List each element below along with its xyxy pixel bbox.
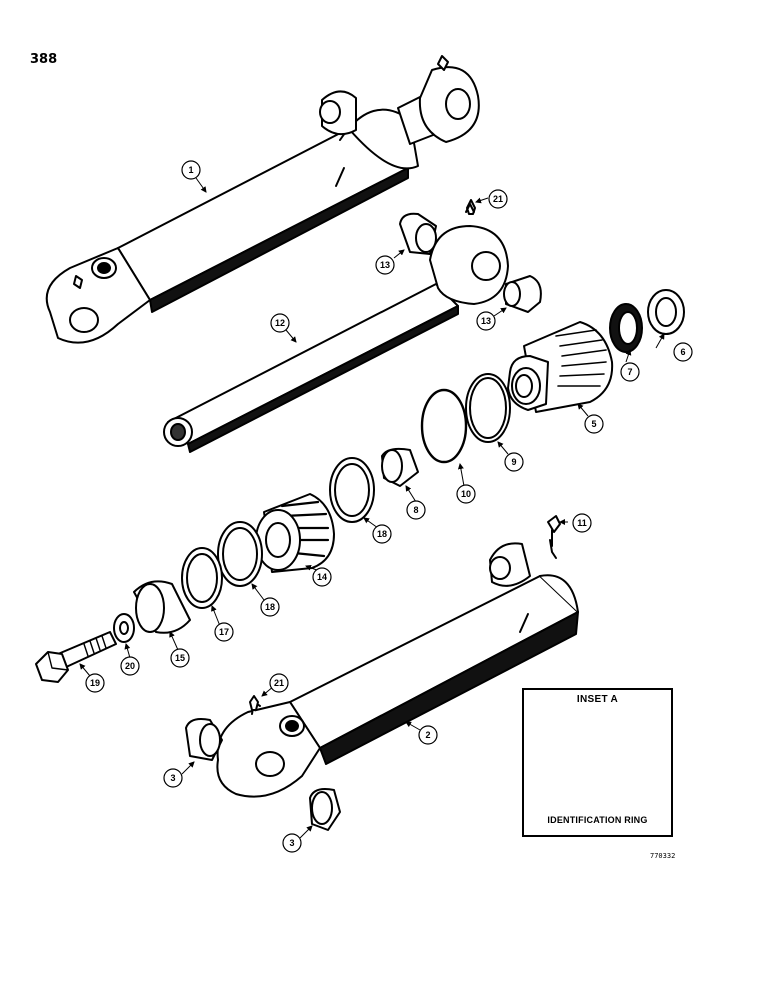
- callout-21-lower: [269, 673, 289, 693]
- o-ring: [420, 388, 468, 464]
- callout-13-lower: [476, 311, 496, 331]
- piston: [255, 493, 335, 573]
- callout-12: [270, 313, 290, 333]
- callout-1: [181, 160, 201, 180]
- callout-17: [214, 622, 234, 642]
- bushing-lower: [503, 275, 542, 313]
- inset-a-box: INSET A IDENTIFICATION RING: [522, 688, 673, 837]
- callout-13-upper: [375, 255, 395, 275]
- spacer: [381, 447, 419, 487]
- callout-2-label: 2: [425, 730, 430, 740]
- page-number: 388: [30, 52, 58, 67]
- callout-6-label: 6: [680, 347, 685, 357]
- inset-caption: IDENTIFICATION RING: [547, 815, 648, 825]
- bushing-upper: [399, 212, 437, 255]
- drawing-reference-number: 770332: [650, 852, 676, 860]
- inset-title: INSET A: [576, 694, 619, 705]
- callout-10-label: 10: [461, 489, 471, 499]
- callout-15: [170, 648, 190, 668]
- callout-3-left-label: 3: [170, 773, 175, 783]
- callout-19-label: 19: [90, 678, 100, 688]
- callout-3-left: [163, 768, 183, 788]
- callout-9-label: 9: [511, 457, 516, 467]
- callout-15-label: 15: [175, 653, 185, 663]
- callout-17-label: 17: [219, 627, 229, 637]
- callout-18-upper: [372, 524, 392, 544]
- callout-13-lower-label: 13: [481, 316, 491, 326]
- cylinder-head: [507, 321, 614, 413]
- callout-14: [312, 567, 332, 587]
- callout-9: [504, 452, 524, 472]
- callout-18-lower: [260, 597, 280, 617]
- callout-5: [584, 414, 604, 434]
- rod-seal: [609, 303, 643, 353]
- callout-18-lower-label: 18: [265, 602, 275, 612]
- callout-11: [572, 513, 592, 533]
- callout-21-lower-label: 21: [274, 678, 284, 688]
- callout-6: [673, 342, 693, 362]
- bushing-lower-right: [309, 788, 341, 831]
- callout-8-label: 8: [413, 505, 418, 515]
- callout-3-right: [282, 833, 302, 853]
- callout-14-label: 14: [317, 572, 327, 582]
- callout-10: [456, 484, 476, 504]
- callout-13-upper-label: 13: [380, 260, 390, 270]
- bushing-lower-left: [185, 718, 223, 761]
- callout-1-label: 1: [188, 165, 193, 175]
- callout-20: [120, 656, 140, 676]
- callout-2: [418, 725, 438, 745]
- piston-rod: [163, 199, 509, 453]
- callout-7-label: 7: [627, 367, 632, 377]
- callout-3-right-label: 3: [289, 838, 294, 848]
- grease-fitting-21-lower: [249, 695, 259, 711]
- grease-fitting-11: [547, 515, 561, 533]
- callout-11-label: 11: [577, 518, 587, 528]
- callout-12-label: 12: [275, 318, 285, 328]
- cylinder-assembly-upper: [45, 55, 480, 344]
- callout-7: [620, 362, 640, 382]
- callout-20-label: 20: [125, 661, 135, 671]
- callout-19: [85, 673, 105, 693]
- piston-bolt: [35, 631, 117, 683]
- callout-21-upper-label: 21: [493, 194, 503, 204]
- cylinder-barrel-lower: [216, 539, 579, 798]
- wiper-seal: [647, 289, 685, 335]
- callout-8: [406, 500, 426, 520]
- callout-21-upper: [488, 189, 508, 209]
- callout-5-label: 5: [591, 419, 596, 429]
- callout-18-upper-label: 18: [377, 529, 387, 539]
